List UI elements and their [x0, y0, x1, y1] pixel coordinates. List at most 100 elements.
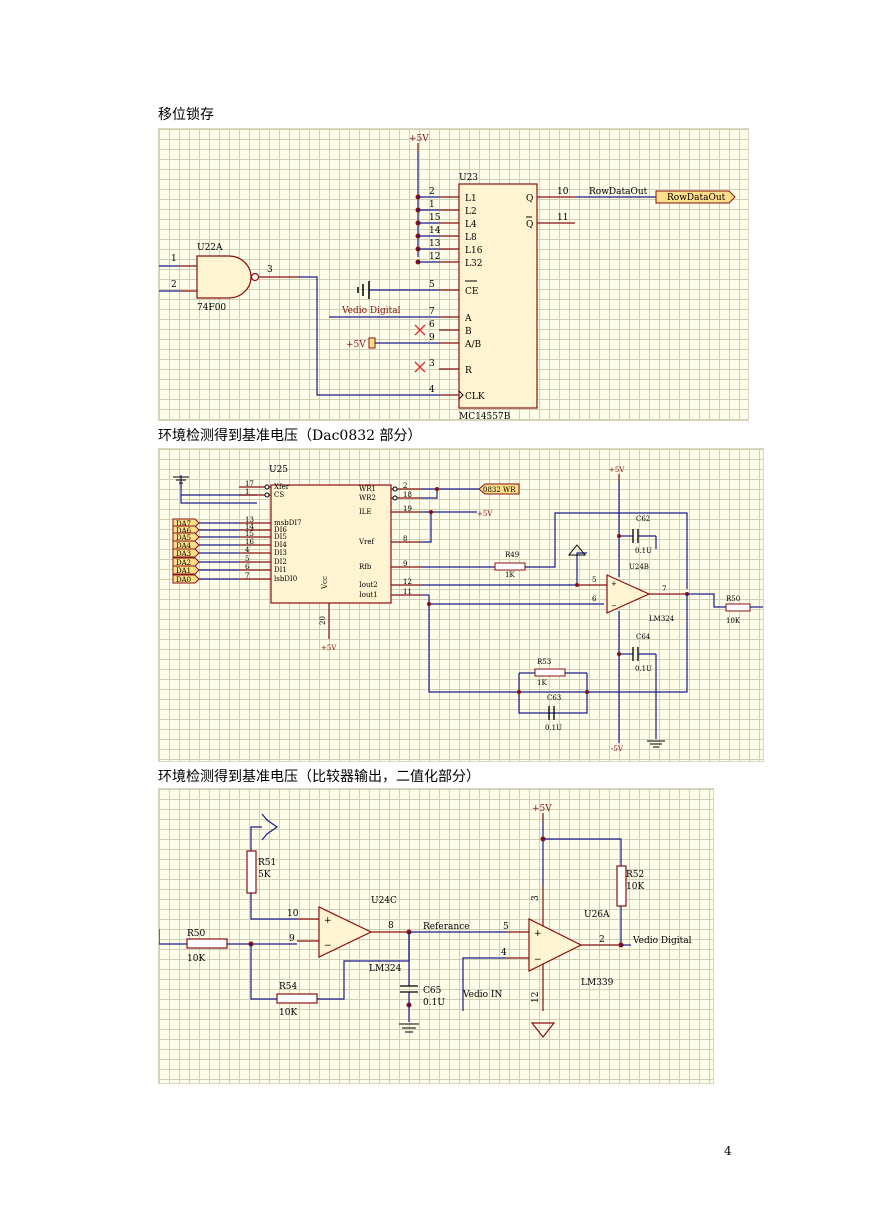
u25-right-pin-name: Iout2 [359, 581, 378, 589]
u26a-comparator [528, 918, 583, 972]
c65-ref: C65 [423, 986, 442, 996]
u25-left-pin-num: 16 [245, 538, 254, 546]
da-port [172, 574, 200, 584]
u26a-pin-out: 2 [599, 935, 605, 945]
r50-value: 10K [726, 617, 741, 625]
u22-nand-gate [196, 255, 252, 299]
u25-right-pin-num: 18 [403, 491, 412, 499]
op-pin-out: 7 [662, 585, 666, 593]
da-port [172, 557, 200, 567]
da-port-label: DA1 [176, 567, 191, 575]
u23-pin-name: B [465, 327, 472, 337]
u25-left-pin-num: 6 [245, 563, 250, 571]
schematic-comparator-drawing: R51 5K 10 R50 10K 9 R54 10K U24C + − LM3… [159, 804, 692, 1038]
svg-text:−: − [324, 941, 332, 951]
u25-left-pin-name: DI1 [274, 566, 287, 574]
u25-left-pin-name: DI3 [274, 549, 287, 557]
vplus: +5V [609, 466, 625, 474]
c64-value: 0.1U [635, 665, 652, 673]
c62-ref: C62 [636, 515, 650, 523]
u25-right-pin-num: 2 [403, 482, 407, 490]
caption-env-ref-dac: 环境检测得到基准电压（Dac0832 部分） [158, 428, 422, 444]
u25-right-pin-name: Rfb [359, 563, 372, 571]
u24c-pin-plus: 9 [289, 934, 295, 944]
page-number: 4 [724, 1144, 732, 1158]
pin-q-num: 10 [557, 187, 569, 197]
u25-right-pin-name: ILE [359, 508, 372, 516]
u23-pin-num: 15 [429, 213, 441, 223]
net-vedio-digital: Vedio Digital [341, 306, 401, 316]
u25-left-pin-name: DI5 [274, 533, 287, 541]
da-port [172, 540, 200, 550]
caption-env-ref-cmp: 环境检测得到基准电压（比较器输出，二值化部分） [158, 769, 480, 785]
op-ref: U24B [629, 563, 649, 571]
u22-part: 74F00 [197, 303, 226, 313]
c64-ref: C64 [636, 633, 651, 641]
u23-pin-name: L4 [465, 220, 477, 230]
r51-value: 5K [258, 870, 271, 880]
u23-pin-name: L32 [465, 259, 482, 269]
u25-right-pin-num: 8 [403, 535, 407, 543]
da-port [172, 548, 200, 558]
u25-left-pin-name: DI4 [274, 541, 287, 549]
net-vedio-digital-out: Vedio Digital [632, 936, 692, 946]
u25-right-pin-name: WR1 [359, 485, 376, 493]
u24c-pin-minus: 10 [287, 909, 299, 919]
wr-port-label: 0832 WR [483, 486, 516, 494]
caption-shift-latch: 移位锁存 [158, 107, 214, 123]
u23-pin-num: 14 [429, 226, 441, 236]
da-port-label: DA7 [176, 520, 191, 528]
u23-pin-name: CE [465, 287, 478, 297]
u23-pin-num: 2 [429, 187, 435, 197]
r54-resistor [276, 993, 318, 1004]
svg-text:+: + [324, 916, 332, 926]
u25-left-pin-num: 7 [245, 572, 249, 580]
r51-ref: R51 [258, 858, 276, 868]
u25-left-pin-num: 5 [245, 555, 249, 563]
u23-pin-num: 5 [429, 280, 435, 290]
wr-port [478, 483, 520, 495]
schematic-comparator: R51 5K 10 R50 10K 9 R54 10K U24C + − LM3… [158, 788, 714, 1084]
u23-pin-num: 3 [429, 359, 435, 369]
u23-ref: U23 [459, 173, 478, 183]
da-port-label: DA4 [176, 542, 192, 550]
u23-pin-num: 7 [429, 307, 435, 317]
r50-ref: R50 [726, 595, 740, 603]
vcc3: +5V [532, 804, 552, 814]
ile-net: +5V [477, 510, 493, 518]
u24c-pin-out: 8 [388, 921, 394, 931]
u23-pin-name: L1 [465, 194, 477, 204]
u24c-ref: U24C [371, 896, 397, 906]
u25-vcc-net: +5V [321, 644, 337, 652]
c63-ref: C63 [547, 694, 561, 702]
u23-pin-num: 6 [429, 320, 435, 330]
r53-ref: R53 [537, 658, 551, 666]
u25-right-pin-num: 11 [403, 588, 412, 596]
r52-ref: R52 [626, 870, 644, 880]
u25-right-pin-name: Vref [358, 538, 376, 546]
r49-value: 1K [505, 571, 515, 579]
r50-resistor [186, 938, 228, 949]
vminus: -5V [611, 745, 624, 753]
u24c-opamp [318, 906, 373, 958]
schematic-shift-latch-drawing: +5V U23 MC14557B 2L11L215L414L813L1612L3… [159, 134, 736, 421]
u23-pin-name: L2 [465, 207, 477, 217]
c62-value: 0.1U [635, 547, 652, 555]
svg-text:−: − [611, 602, 617, 610]
u25-left-pin-num: 1 [245, 488, 249, 496]
u25-right-pin-num: 19 [403, 505, 412, 513]
u25-right-pin-num: 12 [403, 578, 412, 586]
r52-value: 10K [626, 882, 644, 892]
u22-out: 3 [267, 265, 273, 275]
u26a-pin-plus: 5 [503, 922, 509, 932]
u23-pin-num: 4 [429, 385, 435, 395]
r50-ref: R50 [187, 929, 206, 939]
u24b-opamp [606, 574, 651, 614]
u25-left-pin-name: DI6 [274, 526, 287, 534]
u24c-part: LM324 [369, 964, 402, 974]
u22-in2: 2 [171, 280, 177, 290]
u23-pin-name: A [464, 314, 472, 324]
u23-part: MC14557B [459, 412, 511, 421]
